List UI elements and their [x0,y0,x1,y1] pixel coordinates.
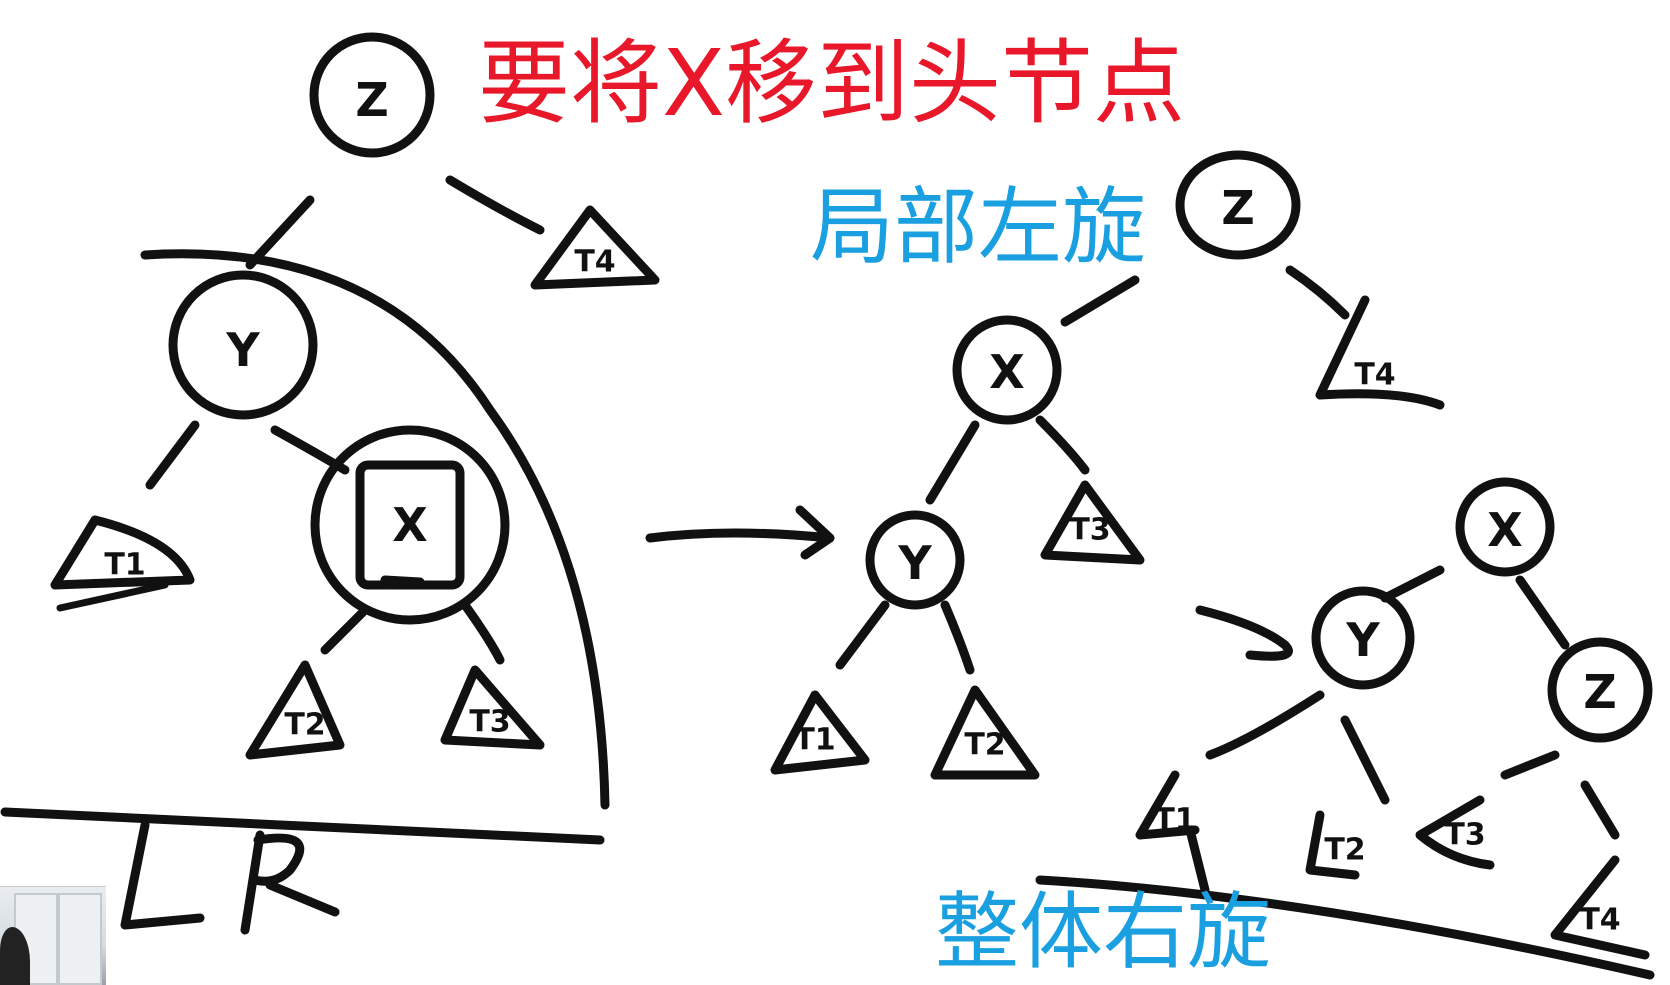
second-arrow [1195,605,1293,661]
node-y3-circle [1311,586,1415,690]
edge-z2-t4 [1285,265,1350,320]
node-z3-circle [1547,637,1653,743]
subtree-t1b-label: T1 [794,723,835,758]
node-x2-circle [952,315,1062,425]
subtree-t1-triangle [50,515,195,590]
tree-after-right-rotation: X Y Z T1 T2 T3 T4 [1035,477,1655,980]
tree-after-left-rotation: Z T4 X T3 Y T1 T2 [770,150,1445,780]
edge-y3-t2 [1340,715,1390,805]
edge-x3-z [1515,575,1570,650]
node-y-label: Y [225,323,260,377]
edge-z-t4 [445,175,545,235]
subtree-t3-triangle [440,665,545,750]
node-z2-circle [1175,150,1301,260]
node-x3-label: X [1487,503,1522,557]
node-x-label: X [392,498,427,552]
letter-l [120,820,205,930]
case-label-text: LR [230,879,233,881]
subtree-t1-underline [56,581,169,612]
node-y2-circle [865,510,965,610]
transform-arrow [645,505,835,560]
subtree-t2c-triangle [1305,810,1360,880]
baseline-line [0,807,605,845]
subtree-t3b-triangle [1040,480,1145,565]
title-move-x-to-head: 要将X移到头节点 [478,30,1186,137]
edge-z2-x [1060,275,1140,327]
subtree-t3b-label: T3 [1069,513,1110,548]
subtree-t1c-triangle [1135,770,1210,895]
subtree-t4b-triangle [1315,295,1445,410]
subtree-t4c-label: T4 [1579,903,1620,938]
edge-x-t3 [460,600,505,665]
subtree-t2b-label: T2 [964,728,1005,763]
node-z-label: Z [355,73,388,127]
edge-x2-t3 [1035,415,1090,475]
edge-z-y [245,195,315,270]
subtree-t1-label: T1 [104,548,145,583]
subtree-t2b-triangle [930,685,1040,780]
letter-r [240,830,340,935]
node-z-circle [309,32,435,158]
edge-x3-y [1380,565,1445,603]
node-y2-label: Y [897,536,932,590]
node-y3-label: Y [1345,613,1380,667]
subtree-t3c-label: T3 [1444,818,1485,853]
node-x-circle [310,425,510,625]
webcam-thumbnail [0,886,106,985]
edge-z3-t3 [1500,750,1560,780]
node-x-underline [380,575,425,587]
title-whole-right-rotation: 整体右旋 [935,883,1272,981]
edge-y2-t2 [940,600,975,675]
edge-y-t1 [145,420,200,490]
subtree-t1c-label: T1 [1154,803,1195,838]
node-x3-circle [1455,477,1555,577]
subtree-t3-label: T3 [469,705,510,740]
case-label-lr: LR [120,820,340,935]
node-z2-label: Z [1221,181,1254,235]
subtree-t4b-label: T4 [1354,358,1395,393]
edge-x-t2 [320,605,370,655]
edge-z3-t4 [1580,780,1620,840]
subtree-t4-label: T4 [574,245,615,280]
webcam-door-right [58,893,102,985]
subtree-t2c-label: T2 [1324,833,1365,868]
subtree-t1b-triangle [770,690,870,775]
tree-original: Z T4 Y T1 X T2 T3 [0,32,660,845]
title-local-left-rotation: 局部左旋 [810,178,1147,276]
node-x2-label: X [989,345,1024,399]
subtree-t2-triangle [245,660,345,760]
subtree-t4-triangle [530,205,660,290]
enclosing-arc [140,249,610,810]
bottom-arc [1035,875,1655,980]
edge-y2-t1 [835,600,890,670]
edge-x2-y [925,420,980,505]
subtree-t4c-triangle [1550,855,1650,960]
subtree-t2-label: T2 [284,708,325,743]
edge-y3-t1 [1205,690,1325,760]
subtree-t3c-triangle [1415,795,1495,870]
node-z3-label: Z [1583,665,1616,719]
node-y-circle [168,270,318,420]
